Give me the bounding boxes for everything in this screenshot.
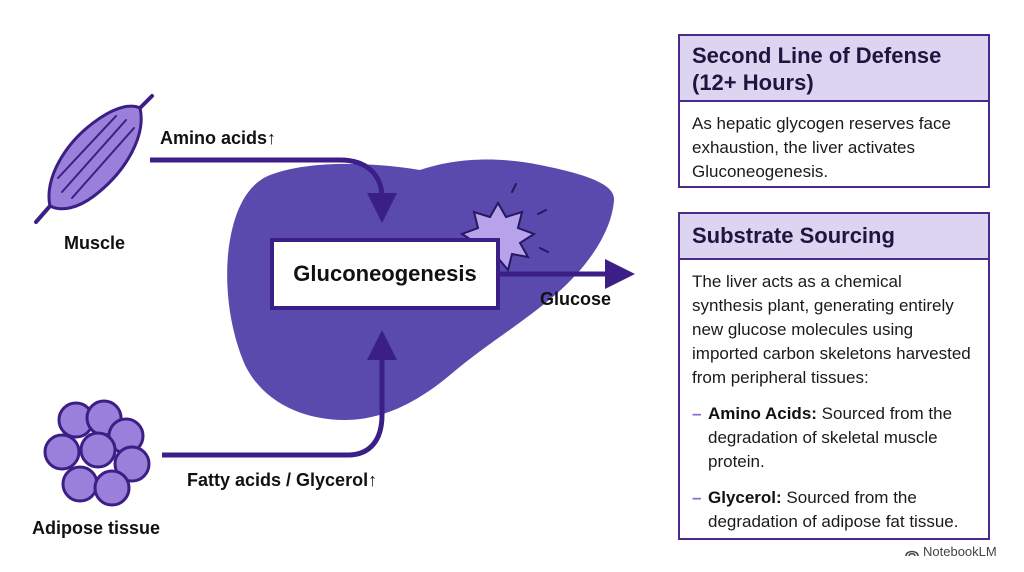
defense-card-title: Second Line of Defense (12+ Hours) <box>680 36 988 102</box>
bullet-text: Sourced from the degradation of skeletal… <box>708 404 953 471</box>
amino-acids-arrow <box>150 157 397 223</box>
amino-acids-label: Amino acids↑ <box>160 128 277 148</box>
fatty-acids-label: Fatty acids / Glycerol↑ <box>187 470 378 490</box>
substrate-card: Substrate Sourcing The liver acts as a c… <box>678 212 990 540</box>
defense-card: Second Line of Defense (12+ Hours) As he… <box>678 34 990 188</box>
defense-card-body: As hepatic glycogen reserves face exhaus… <box>692 114 951 181</box>
brand-label: NotebookLM <box>923 544 997 559</box>
bullet-glycerol: – Glycerol: Sourced from the degradation… <box>692 486 976 534</box>
notebooklm-logo-icon <box>905 550 919 556</box>
substrate-intro: The liver acts as a chemical synthesis p… <box>692 272 971 387</box>
glucose-label: Glucose <box>540 289 612 309</box>
dash-icon: – <box>692 488 702 507</box>
gluconeogenesis-box: Gluconeogenesis <box>270 238 500 310</box>
bullet-term: Glycerol: <box>708 488 782 507</box>
fatty-acids-arrow <box>162 330 397 458</box>
bullet-term: Amino Acids: <box>708 404 817 423</box>
muscle-label: Muscle <box>64 233 126 253</box>
muscle-icon <box>34 94 154 224</box>
adipose-label: Adipose tissue <box>32 518 161 538</box>
notebooklm-brand: NotebookLM <box>905 544 997 559</box>
dash-icon: – <box>692 404 702 423</box>
bullet-text: Sourced from the degradation of adipose … <box>708 488 959 531</box>
adipose-icon <box>43 399 151 507</box>
substrate-card-title: Substrate Sourcing <box>680 214 988 260</box>
bullet-amino-acids: – Amino Acids: Sourced from the degradat… <box>692 402 976 474</box>
substrate-card-body: The liver acts as a chemical synthesis p… <box>680 260 988 544</box>
